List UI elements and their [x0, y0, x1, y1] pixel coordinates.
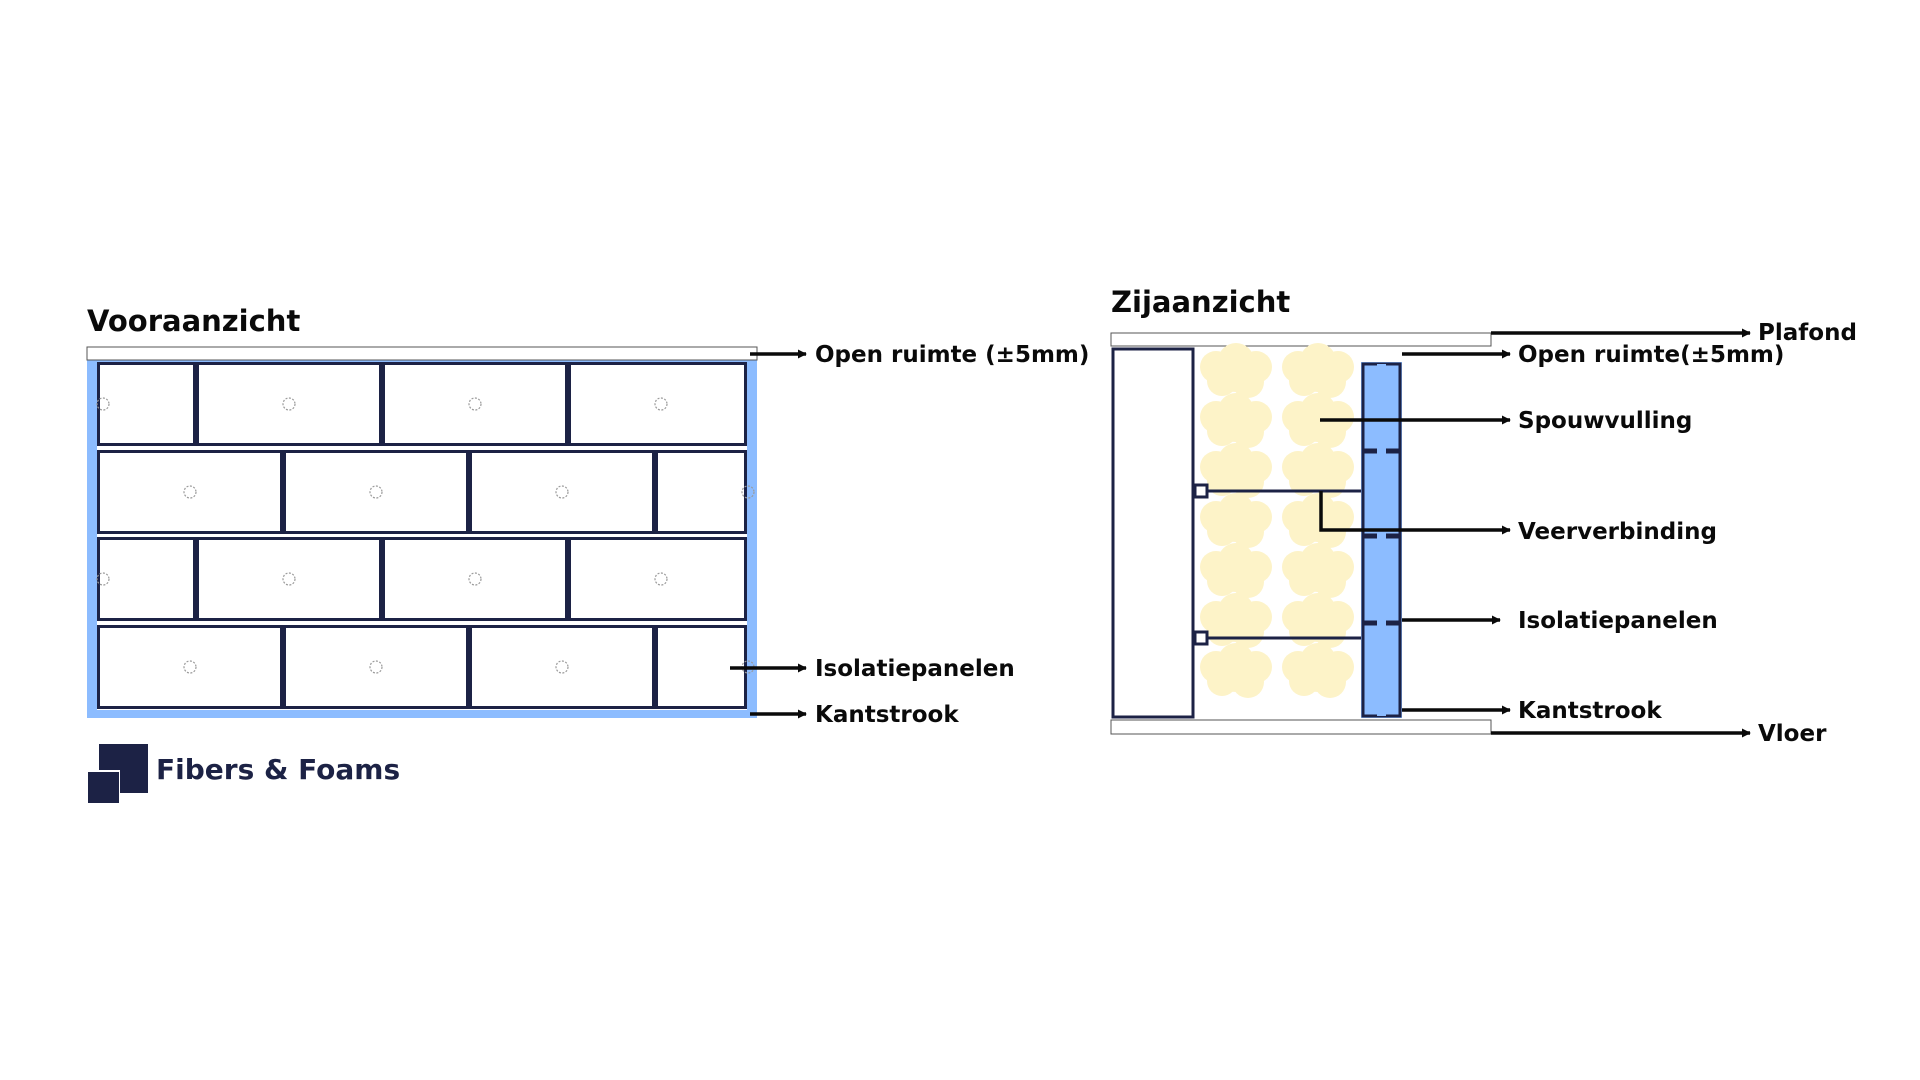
label-edge-strip-side: Kantstrook — [1518, 698, 1662, 724]
mounting-hole — [555, 485, 569, 499]
side-spring-connections — [1193, 483, 1361, 646]
insulation-panel — [283, 625, 469, 709]
front-view-title: Vooraanzicht — [87, 304, 300, 338]
brand-logo: Fibers & Foams — [86, 744, 400, 804]
insulation-panel — [469, 625, 655, 709]
mounting-hole — [282, 572, 296, 586]
cavity-fill-puff — [1200, 593, 1272, 648]
label-edge-strip-front: Kantstrook — [815, 702, 959, 728]
cavity-fill-puff — [1282, 643, 1354, 698]
spring-anchor-top — [1193, 483, 1209, 499]
side-view-title: Zijaanzicht — [1111, 285, 1290, 319]
mounting-hole — [654, 572, 668, 586]
insulation-panel — [97, 362, 196, 446]
mounting-hole — [96, 397, 110, 411]
insulation-panel — [97, 625, 283, 709]
label-open-space-side: Open ruimte(±5mm) — [1518, 342, 1784, 368]
mounting-hole — [282, 397, 296, 411]
side-callouts: Plafond Open ruimte(±5mm) Spouwvulling V… — [1319, 320, 1857, 747]
side-cavity-fill — [1200, 343, 1354, 698]
insulation-panel — [283, 450, 469, 534]
label-spring-connection: Veerverbinding — [1518, 519, 1717, 545]
cavity-fill-puff — [1200, 493, 1272, 548]
insulation-panel — [568, 537, 747, 621]
insulation-panel — [469, 450, 655, 534]
side-ceiling-plate — [1110, 332, 1492, 347]
brand-name: Fibers & Foams — [156, 753, 400, 786]
cavity-fill-puff — [1282, 343, 1354, 398]
spring-anchor-bottom — [1193, 630, 1209, 646]
label-cavity-fill: Spouwvulling — [1518, 408, 1692, 434]
mounting-hole — [96, 572, 110, 586]
label-insulation-side: Isolatiepanelen — [1518, 608, 1718, 634]
label-ceiling: Plafond — [1758, 320, 1857, 346]
insulation-panel — [97, 537, 196, 621]
insulation-panel — [196, 537, 382, 621]
mounting-hole — [555, 660, 569, 674]
insulation-panel — [568, 362, 747, 446]
label-open-space-front: Open ruimte (±5mm) — [815, 342, 1089, 368]
side-floor-plate — [1110, 719, 1492, 735]
label-floor: Vloer — [1758, 721, 1827, 747]
mounting-hole — [183, 485, 197, 499]
cavity-fill-puff — [1200, 543, 1272, 598]
side-panel-core — [1377, 364, 1386, 716]
label-insulation-front: Isolatiepanelen — [815, 656, 1015, 682]
cavity-fill-puff — [1282, 593, 1354, 648]
insulation-panel — [196, 362, 382, 446]
mounting-hole — [369, 660, 383, 674]
cavity-fill-puff — [1200, 643, 1272, 698]
mounting-hole — [369, 485, 383, 499]
mounting-hole — [741, 485, 755, 499]
insulation-panel — [382, 362, 568, 446]
side-existing-wall — [1111, 347, 1195, 719]
mounting-hole — [468, 397, 482, 411]
insulation-panel — [97, 450, 283, 534]
cavity-fill-puff — [1282, 543, 1354, 598]
mounting-hole — [468, 572, 482, 586]
mounting-hole — [654, 397, 668, 411]
front-callouts: Open ruimte (±5mm) Isolatiepanelen Kants… — [730, 342, 1089, 728]
cavity-fill-puff — [1200, 343, 1272, 398]
side-insulation-panels — [1361, 362, 1402, 718]
front-open-space — [86, 346, 758, 361]
mounting-hole — [183, 660, 197, 674]
arrow-spring-connection — [1319, 491, 1511, 535]
cavity-fill-puff — [1282, 493, 1354, 548]
insulation-panel — [655, 450, 747, 534]
cavity-fill-puff — [1200, 393, 1272, 448]
insulation-panel — [382, 537, 568, 621]
